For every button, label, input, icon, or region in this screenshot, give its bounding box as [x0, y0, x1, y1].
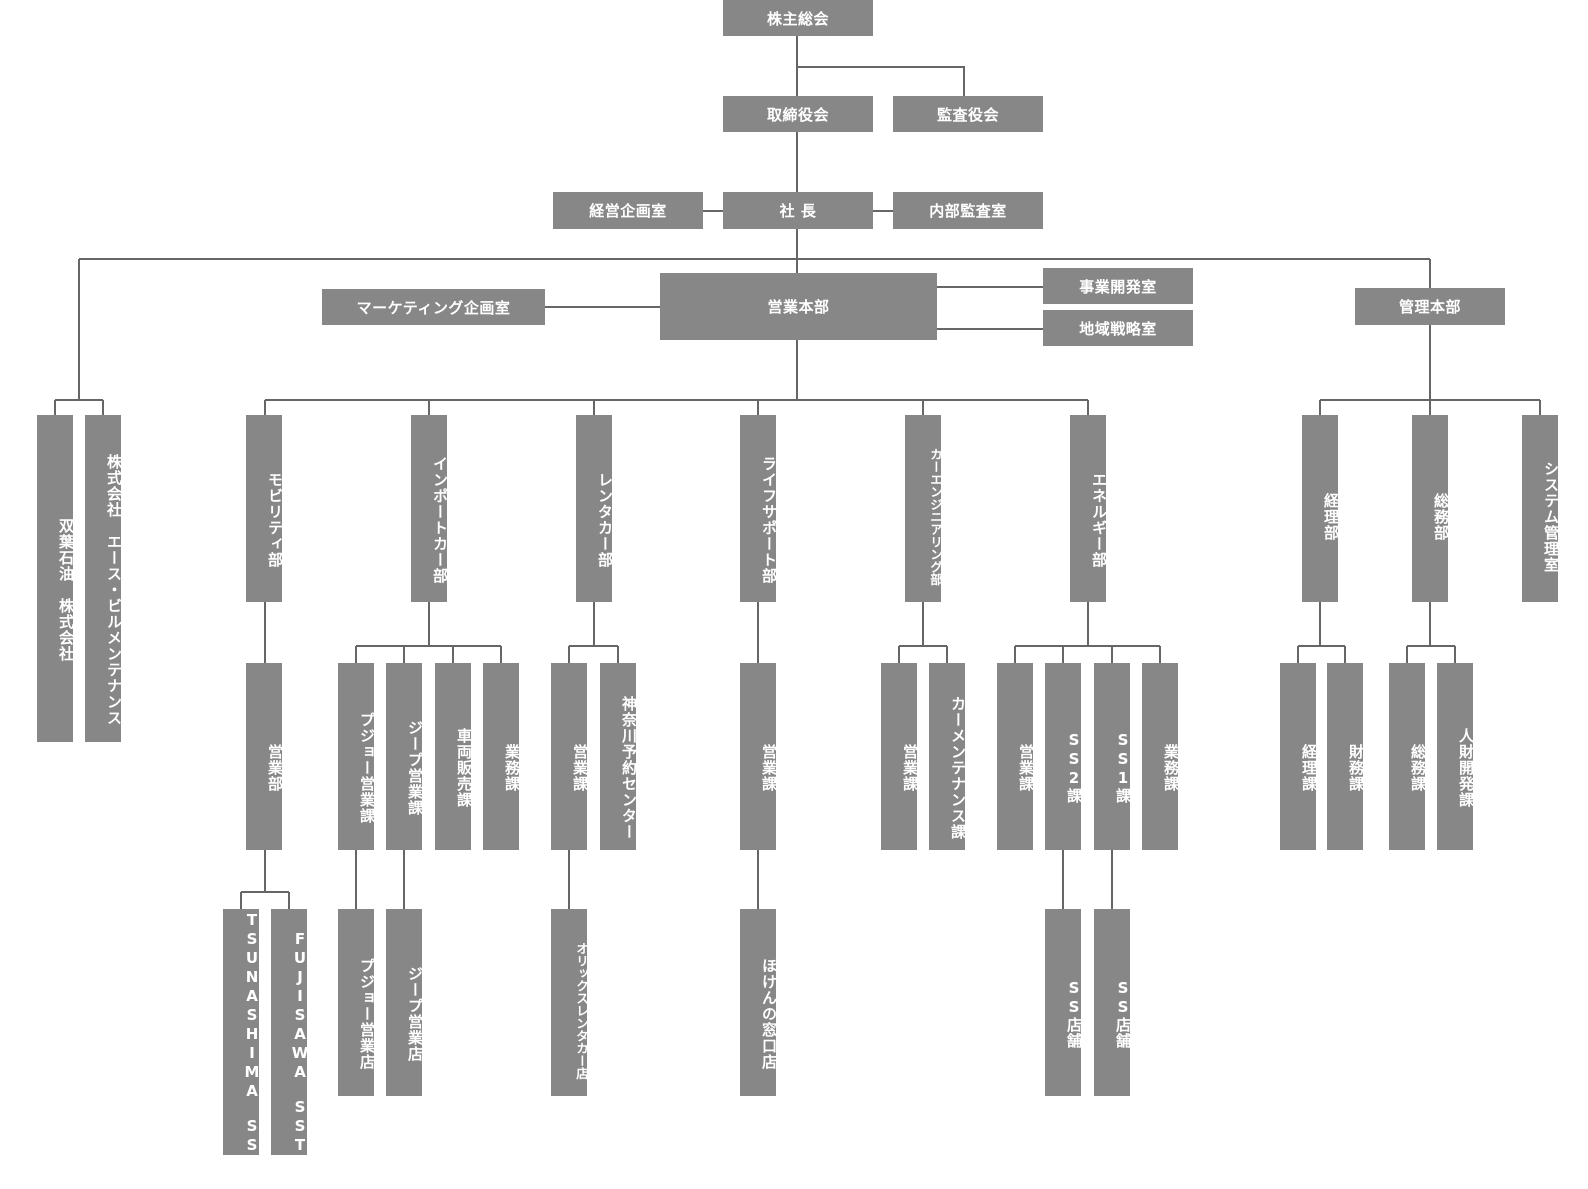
- node-energy-sales: 営業課: [997, 663, 1035, 850]
- node-shareholders: 株主総会: [723, 0, 873, 36]
- node-general-affairs-dept: 総務部: [1412, 415, 1450, 602]
- node-hoken-store: ほけんの窓口店: [740, 909, 778, 1096]
- node-ss-store-b: SS店舗: [1094, 909, 1132, 1096]
- node-marketing-planning: マーケティング企画室: [322, 289, 545, 325]
- node-orix-store: オリックスレンタカー店: [551, 909, 589, 1096]
- node-sales-hq: 営業本部: [660, 273, 937, 340]
- node-mobility: モビリティ部: [246, 415, 284, 602]
- node-business-dev: 事業開発室: [1043, 268, 1193, 304]
- node-ss-store-a: SS店舗: [1045, 909, 1083, 1096]
- node-energy-ops: 業務課: [1142, 663, 1180, 850]
- node-rental-sales: 営業課: [551, 663, 589, 850]
- node-auditors: 監査役会: [893, 96, 1043, 132]
- node-peugeot-sales: プジョー営業課: [338, 663, 376, 850]
- node-regional-strategy: 地域戦略室: [1043, 310, 1193, 346]
- node-import-car: インポートカー部: [411, 415, 449, 602]
- node-jeep-sales: ジープ営業課: [386, 663, 424, 850]
- node-hr-development: 人財開発課: [1437, 663, 1475, 850]
- node-futaba-oil: 双葉石油 株式会社: [37, 415, 75, 742]
- node-accounting-dept: 経理部: [1302, 415, 1340, 602]
- node-fujisawa: FUJISAWA SST: [271, 909, 309, 1155]
- node-life-support: ライフサポート部: [740, 415, 778, 602]
- node-eng-sales: 営業課: [881, 663, 919, 850]
- node-ss2: SS2課: [1045, 663, 1083, 850]
- node-finance-section: 財務課: [1327, 663, 1365, 850]
- node-general-affairs-section: 総務課: [1389, 663, 1427, 850]
- node-management-planning: 経営企画室: [553, 192, 703, 229]
- node-president: 社 長: [723, 192, 873, 229]
- node-internal-audit: 内部監査室: [893, 192, 1043, 229]
- node-system-mgmt: システム管理室: [1522, 415, 1560, 602]
- node-accounting-section: 経理課: [1280, 663, 1318, 850]
- node-car-engineering: カーエンジニアリング部: [905, 415, 943, 602]
- node-peugeot-store: プジョー営業店: [338, 909, 376, 1096]
- node-rental: レンタカー部: [576, 415, 614, 602]
- node-tsunashima: TSUNASHIMA SST: [223, 909, 261, 1174]
- node-kanagawa-center: 神奈川予約センター: [600, 663, 638, 850]
- node-ss1: SS1課: [1094, 663, 1132, 850]
- node-ace-bm: 株式会社 エース・ビルメンテナンス: [85, 415, 123, 742]
- node-jeep-store: ジープ営業店: [386, 909, 424, 1096]
- node-mobility-sales: 営業部: [246, 663, 284, 850]
- node-vehicle-sales: 車両販売課: [435, 663, 473, 850]
- node-board: 取締役会: [723, 96, 873, 132]
- node-car-maintenance: カーメンテナンス課: [929, 663, 967, 850]
- node-admin-hq: 管理本部: [1355, 288, 1505, 325]
- node-import-ops: 業務課: [483, 663, 521, 850]
- node-life-sales: 営業課: [740, 663, 778, 850]
- node-energy: エネルギー部: [1070, 415, 1108, 602]
